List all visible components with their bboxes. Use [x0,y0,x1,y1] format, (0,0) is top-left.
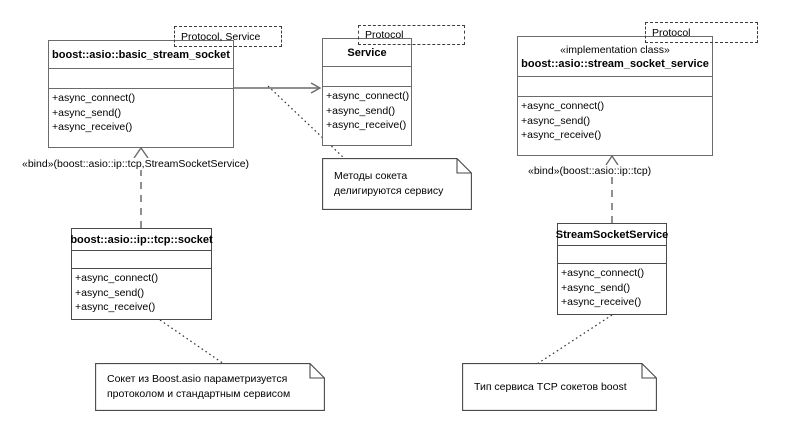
class-stereotype-text: «implementation class» [560,43,670,56]
operation-item: +async_connect() [326,90,410,102]
class-name-header: boost::asio::ip::tcp::socket [70,229,213,251]
class-name-header: «implementation class» boost::asio::stre… [518,37,712,77]
class-operations-compartment: +async_connect() +async_send() +async_re… [323,87,411,145]
template-parameters-text: Protocol [652,26,691,39]
class-tcp-socket[interactable]: boost::asio::ip::tcp::socket +async_conn… [70,228,213,320]
note-service-type[interactable]: Тип сервиса TCP сокетов boost [462,363,657,411]
class-attributes-compartment [72,251,211,269]
note-line: делигируются сервису [334,185,444,197]
class-attributes-compartment [518,77,712,97]
operation-item: +async_connect() [75,272,159,284]
class-attributes-compartment [49,69,233,89]
note-text-block: Методы сокета делигируются сервису [334,158,462,210]
operation-item: +async_connect() [561,267,645,279]
note-delegate[interactable]: Методы сокета делигируются сервису [322,158,472,210]
operation-item: +async_receive() [326,119,407,131]
operation-item: +async_send() [521,114,591,127]
template-parameters-text: Protocol [365,29,404,41]
class-operations-compartment: +async_connect() +async_send() +async_re… [72,269,211,319]
operation-item: +async_connect() [521,100,605,112]
operation-item: +async_receive() [561,296,642,308]
class-attributes-compartment [558,246,666,264]
class-stream-socket-service[interactable]: «implementation class» boost::asio::stre… [517,36,713,156]
note-line: Тип сервиса TCP сокетов boost [474,380,627,393]
operation-item: +async_send() [561,281,631,294]
class-name-header: Service [323,39,411,67]
bind-label-right: «bind»(boost::asio::ip::tcp) [528,165,652,177]
class-name-text: Service [347,46,387,59]
template-parameters-service: Protocol [358,25,465,45]
operation-item: +async_send() [326,104,396,117]
class-service[interactable]: Service +async_connect() +async_send() +… [322,38,412,146]
operation-item: +async_send() [52,106,122,119]
note-anchor-socket-param [159,319,225,365]
class-name-header: StreamSocketService [555,224,669,246]
class-stream-socket-service-interface[interactable]: StreamSocketService +async_connect() +as… [555,223,669,315]
template-parameters-basic-stream-socket: Protocol, Service [174,26,282,47]
class-operations-compartment: +async_connect() +async_send() +async_re… [49,89,233,147]
note-line: Методы сокета [334,170,408,182]
class-basic-stream-socket[interactable]: boost::asio::basic_stream_socket +async_… [48,40,234,148]
operation-item: +async_connect() [52,92,136,104]
class-operations-compartment: +async_connect() +async_send() +async_re… [518,97,712,155]
note-line: протоколом и стандартным сервисом [107,388,291,400]
class-operations-compartment: +async_connect() +async_send() +async_re… [558,264,666,314]
operation-item: +async_receive() [52,121,133,133]
template-parameters-text: Protocol, Service [181,30,261,43]
note-line: Сокет из Boost.asio параметризуется [107,373,288,385]
class-name-text: boost::asio::stream_socket_service [521,57,709,70]
note-socket-parameterized[interactable]: Сокет из Boost.asio параметризуется прот… [95,363,325,411]
note-anchor-service-type [536,314,613,365]
class-name-text: boost::asio::basic_stream_socket [52,48,230,61]
class-attributes-compartment [323,67,411,87]
template-parameters-stream-socket-service: Protocol [645,22,758,43]
note-shape [95,363,325,411]
class-name-text: boost::asio::ip::tcp::socket [70,233,213,246]
note-text-block: Тип сервиса TCP сокетов boost [474,363,647,411]
association-basic-socket-to-service [234,82,322,94]
class-name-header: boost::asio::basic_stream_socket [49,41,233,69]
bind-label-left: «bind»(boost::asio::ip::tcp,StreamSocket… [22,158,250,170]
note-text-block: Сокет из Boost.asio параметризуется прот… [107,363,315,411]
class-name-text: StreamSocketService [555,228,669,241]
operation-item: +async_send() [75,286,145,299]
operation-item: +async_receive() [521,129,602,141]
operation-item: +async_receive() [75,301,156,313]
note-shape [322,158,472,210]
